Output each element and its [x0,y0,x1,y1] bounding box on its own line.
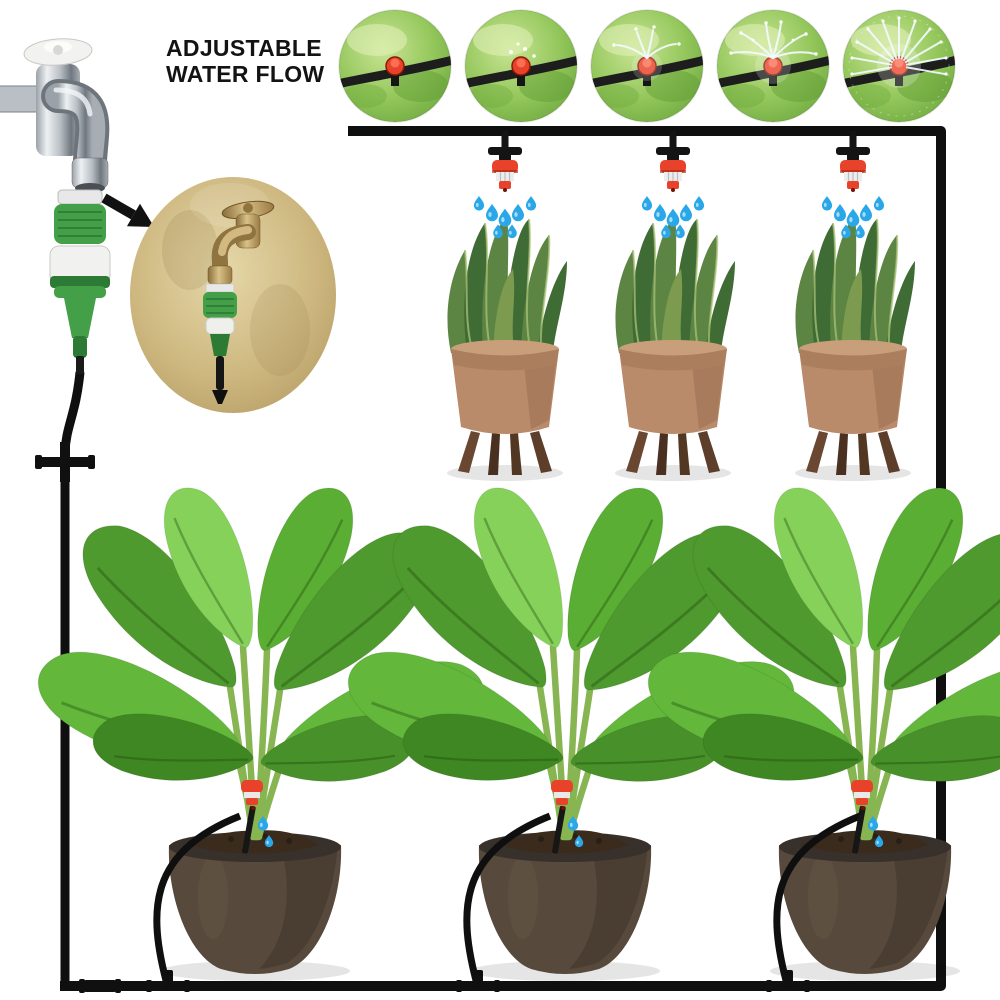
tube-coupler [79,979,121,993]
faucet [0,38,110,193]
flow-stage-2 [464,9,578,123]
flow-stage-4 [716,9,830,123]
headline-line2: WATER FLOW [166,60,325,87]
headline: ADJUSTABLE WATER FLOW [166,35,325,88]
faucet-handle [23,38,93,66]
mist-sprinkler-1 [487,130,523,193]
quick-connector [49,189,111,374]
flow-stage-1 [338,9,452,123]
inset-connector [203,283,237,404]
headline-line1: ADJUSTABLE [166,35,322,61]
snake-plant-2 [614,214,736,482]
mist-sprinkler-3 [835,130,871,193]
snake-plant-1 [446,214,568,482]
inset-detail [130,177,336,413]
flow-stage-5 [842,9,956,123]
flow-stage-3 [590,9,704,123]
brass-faucet [207,200,275,285]
mist-sprinkler-2 [655,130,691,193]
snake-plant-3 [794,214,916,482]
tee-connector-left [35,442,95,482]
arrow-icon [101,193,155,227]
